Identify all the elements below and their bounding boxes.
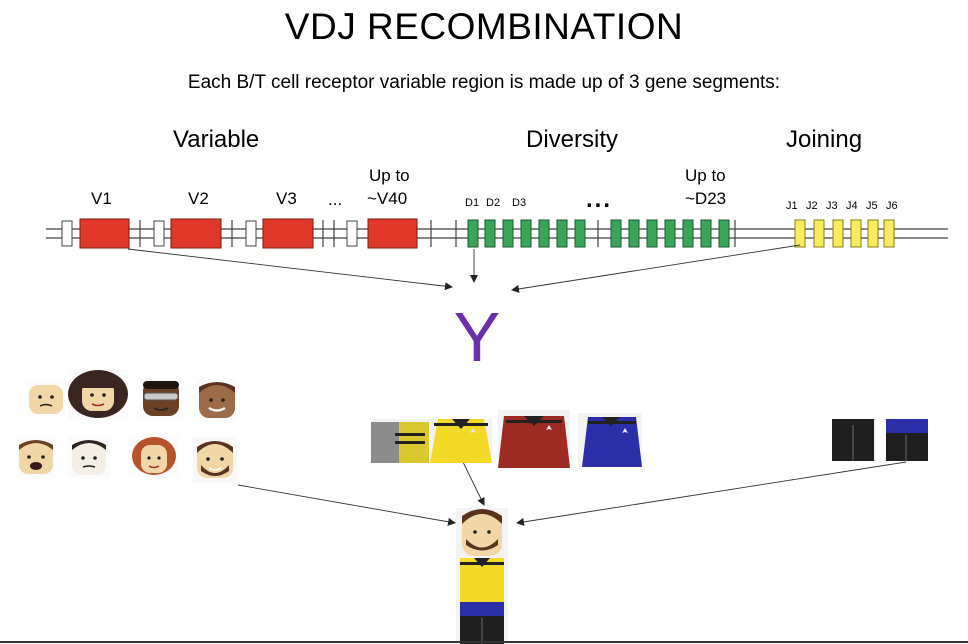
v-ellipsis: ...: [328, 190, 343, 209]
face-icon: [27, 382, 65, 416]
v-segments: [79, 218, 418, 249]
variable-heading: Variable: [173, 126, 260, 153]
face-icon: [130, 436, 178, 476]
minifigure-torso-icon: [578, 413, 642, 467]
j1-label: J1: [786, 200, 798, 212]
v40-segment: [367, 218, 418, 249]
j4-label: J4: [846, 200, 858, 212]
minifigure-torso-icon: [371, 419, 431, 463]
leader-segments: [61, 220, 358, 247]
j-legs: [832, 419, 928, 461]
face-icon: [68, 436, 110, 478]
j-segments: [794, 219, 895, 248]
v1-segment: [79, 218, 130, 249]
v40-label: ~V40: [367, 189, 408, 208]
v-upto-label: Up to: [369, 166, 410, 185]
diversity-heading: Diversity: [526, 126, 619, 153]
minifigure-torso-icon: [430, 419, 492, 463]
v-faces: [17, 369, 237, 483]
minifigure-icon: [456, 508, 508, 644]
j5-label: J5: [866, 200, 878, 212]
d-segments: [467, 219, 730, 248]
j2-label: J2: [806, 200, 818, 212]
recombination-arrows: [127, 244, 907, 526]
d2-label: D2: [486, 197, 501, 209]
page-title: VDJ RECOMBINATION: [284, 6, 684, 47]
face-icon: [68, 369, 128, 419]
v2-label: V2: [188, 189, 209, 208]
v3-label: V3: [276, 189, 297, 208]
minifigure-legs-icon: [832, 419, 876, 461]
subtitle: Each B/T cell receptor variable region i…: [187, 72, 781, 93]
minifigure-torso-icon: [498, 410, 570, 468]
face-icon: [197, 379, 237, 421]
j3-label: J3: [826, 200, 838, 212]
d-upto-label: Up to: [685, 166, 726, 185]
joining-heading: Joining: [786, 126, 863, 153]
j6-label: J6: [886, 200, 898, 212]
d23-label: ~D23: [685, 189, 727, 208]
d1-label: D1: [465, 197, 480, 209]
d3-label: D3: [512, 197, 527, 209]
d-ellipsis: ...: [586, 186, 613, 213]
v1-label: V1: [91, 189, 112, 208]
d-torsos: [371, 410, 642, 468]
v2-segment: [170, 218, 222, 249]
face-icon: [17, 436, 55, 476]
v3-segment: [262, 218, 314, 249]
antibody-symbol: Y: [454, 298, 501, 376]
face-icon: [193, 437, 237, 483]
minifigure-legs-icon: [886, 419, 928, 461]
face-icon: [140, 378, 182, 418]
